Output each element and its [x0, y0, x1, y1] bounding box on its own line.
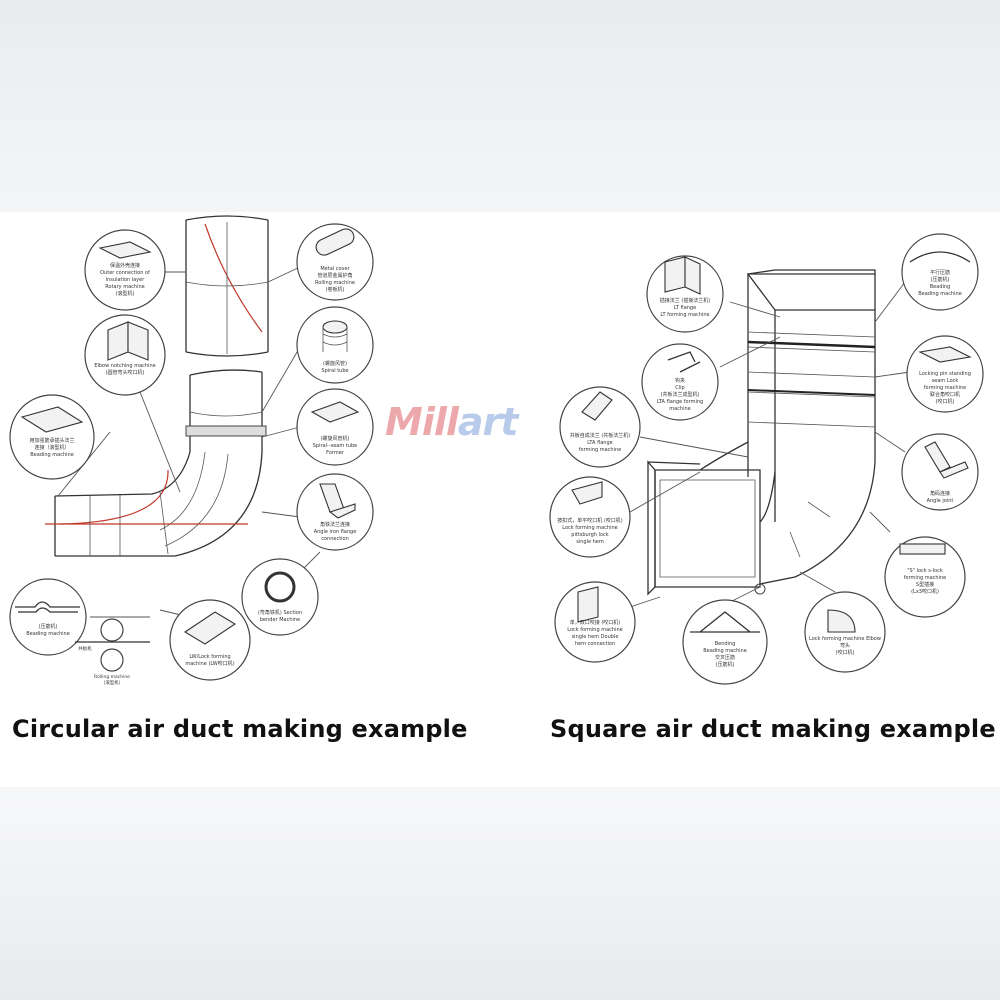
svg-text:(螺旋风管)Spiral tube: (螺旋风管)Spiral tube [321, 360, 348, 374]
callout-spiral-tube: (螺旋风管)Spiral tube [296, 306, 374, 384]
square-duct-caption: Square air duct making example [550, 715, 996, 743]
millart-watermark: Millart [385, 400, 518, 444]
svg-text:共板机Rolling machine(滚型机): 共板机Rolling machine(滚型机) [78, 645, 130, 686]
svg-text:(压筋机)Beading machine: (压筋机)Beading machine [26, 623, 70, 637]
svg-text:Elbow notching machine(圆管弯头咬口机: Elbow notching machine(圆管弯头咬口机) [94, 363, 155, 376]
circular-duct-caption: Circular air duct making example [12, 715, 468, 743]
callout-beading-machine-2: (压筋机)Beading machine [9, 578, 87, 656]
callout-beading-round: 用加强筋承插头法兰连接（滚型机）Beading machine [9, 394, 95, 480]
round-duct-drawing [45, 215, 269, 557]
svg-text:按扣式，单平咬口机 (咬口机)Lock forming ma: 按扣式，单平咬口机 (咬口机)Lock forming machinepitts… [557, 517, 623, 545]
square-leader-lines [629, 281, 911, 608]
callout-elbow-notching: Elbow notching machine(圆管弯头咬口机) [84, 314, 166, 396]
svg-text:用加强筋承插头法兰连接（滚型机）Beading machin: 用加强筋承插头法兰连接（滚型机）Beading machine [29, 437, 74, 458]
rollers: 共板机Rolling machine(滚型机) [75, 618, 150, 686]
